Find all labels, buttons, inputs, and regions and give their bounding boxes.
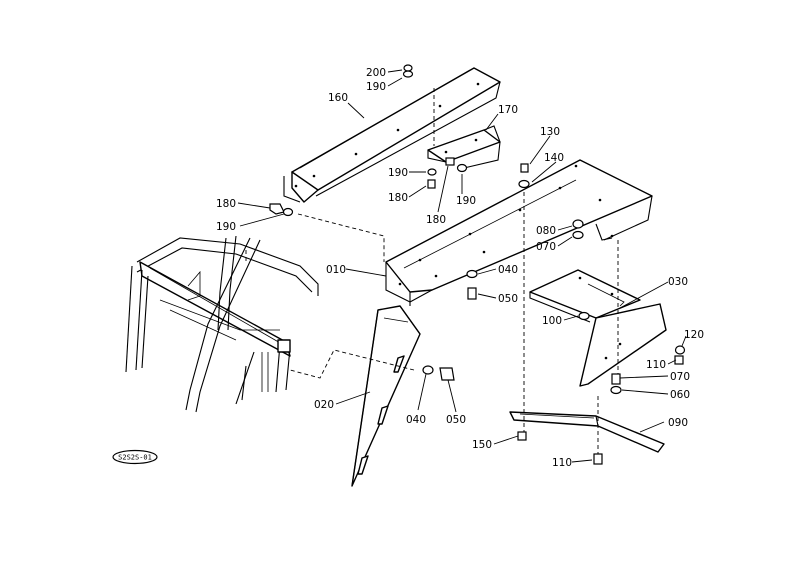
part-170-bracket — [427, 125, 501, 169]
callout-180-left: 180 — [216, 198, 236, 210]
callout-010: 010 — [326, 264, 346, 276]
callout-140: 140 — [544, 152, 564, 164]
callout-060: 060 — [670, 389, 690, 401]
callout-080: 080 — [536, 225, 556, 237]
callout-200: 200 — [366, 67, 386, 79]
callout-110-lower: 110 — [552, 457, 572, 469]
leader-lines — [237, 69, 687, 463]
callout-070-upper: 070 — [536, 241, 556, 253]
callout-070-lower: 070 — [670, 371, 690, 383]
assembly-lines — [289, 88, 619, 458]
callout-180-mid: 180 — [388, 192, 408, 204]
callout-030: 030 — [668, 276, 688, 288]
callout-090: 090 — [668, 417, 688, 429]
callout-190-right: 190 — [456, 195, 476, 207]
callout-130: 130 — [540, 126, 560, 138]
callout-040-upper: 040 — [498, 264, 518, 276]
hardware — [269, 64, 686, 465]
tractor-frame — [125, 235, 319, 413]
callout-180-lower: 180 — [426, 214, 446, 226]
callout-040-lower: 040 — [406, 414, 426, 426]
callout-050-lower: 050 — [446, 414, 466, 426]
callout-150: 150 — [472, 439, 492, 451]
part-020-side-strut — [351, 305, 421, 487]
stamp-code: S2S2S-01 — [118, 454, 152, 462]
callout-labels: 200 190 160 170 130 140 190 180 180 190 … — [216, 67, 704, 469]
callout-050-upper: 050 — [498, 293, 518, 305]
part-030-side-bracket — [529, 269, 667, 387]
callout-170: 170 — [498, 104, 518, 116]
callout-110-upper: 110 — [646, 359, 666, 371]
callout-100: 100 — [542, 315, 562, 327]
part-160-top-cover — [283, 67, 501, 203]
callout-190-top: 190 — [366, 81, 386, 93]
callout-190-mid: 190 — [388, 167, 408, 179]
diagram-code-stamp: S2S2S-01 — [112, 449, 158, 465]
callout-160: 160 — [328, 92, 348, 104]
callout-020: 020 — [314, 399, 334, 411]
part-010-main-cover — [385, 159, 653, 306]
callout-120: 120 — [684, 329, 704, 341]
callout-190-left: 190 — [216, 221, 236, 233]
